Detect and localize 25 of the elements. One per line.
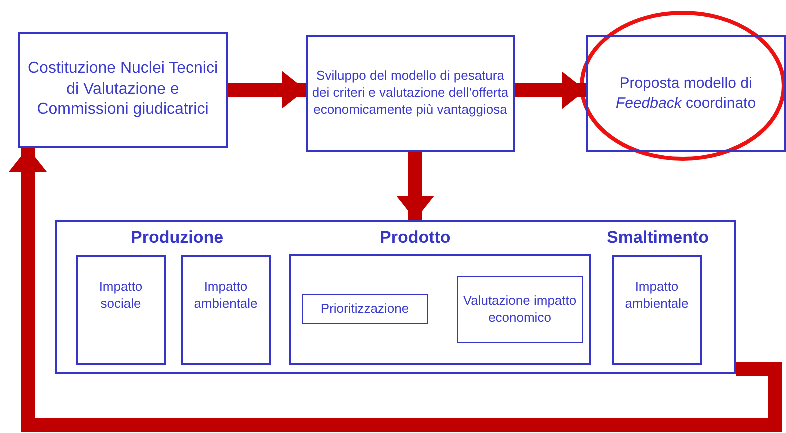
section-heading: Prodotto (380, 228, 451, 248)
label-box (302, 294, 428, 324)
arrow (515, 72, 586, 110)
process-box (181, 255, 271, 365)
arrow (228, 71, 306, 109)
arrow (396, 152, 434, 220)
box-text: Prioritizzazione (320, 300, 410, 318)
process-box (586, 35, 786, 152)
box-text: Sviluppo del modello di pesatura dei criteri e valutazione dell’offerta economicamente più vantaggiosa (311, 68, 510, 119)
section-heading: Produzione (131, 228, 224, 248)
group-box (55, 220, 736, 374)
box-text: Proposta modello di Feedback coordinato (614, 74, 758, 113)
box-text: Impatto ambientale (193, 279, 259, 313)
box-text: Costituzione Nuclei Tecnici di Valutazione e Commissioni giudicatrici (26, 58, 219, 120)
process-box (18, 32, 228, 148)
box-text: Impatto sociale (98, 279, 144, 313)
group-box (289, 254, 591, 365)
process-box (306, 35, 515, 152)
box-text: Valutazione impatto economico (462, 292, 578, 326)
box-text: Impatto ambientale (624, 279, 690, 313)
process-box (76, 255, 166, 365)
arrow (9, 148, 782, 432)
label-box (457, 276, 583, 343)
process-box (612, 255, 702, 365)
section-heading: Smaltimento (607, 228, 710, 248)
